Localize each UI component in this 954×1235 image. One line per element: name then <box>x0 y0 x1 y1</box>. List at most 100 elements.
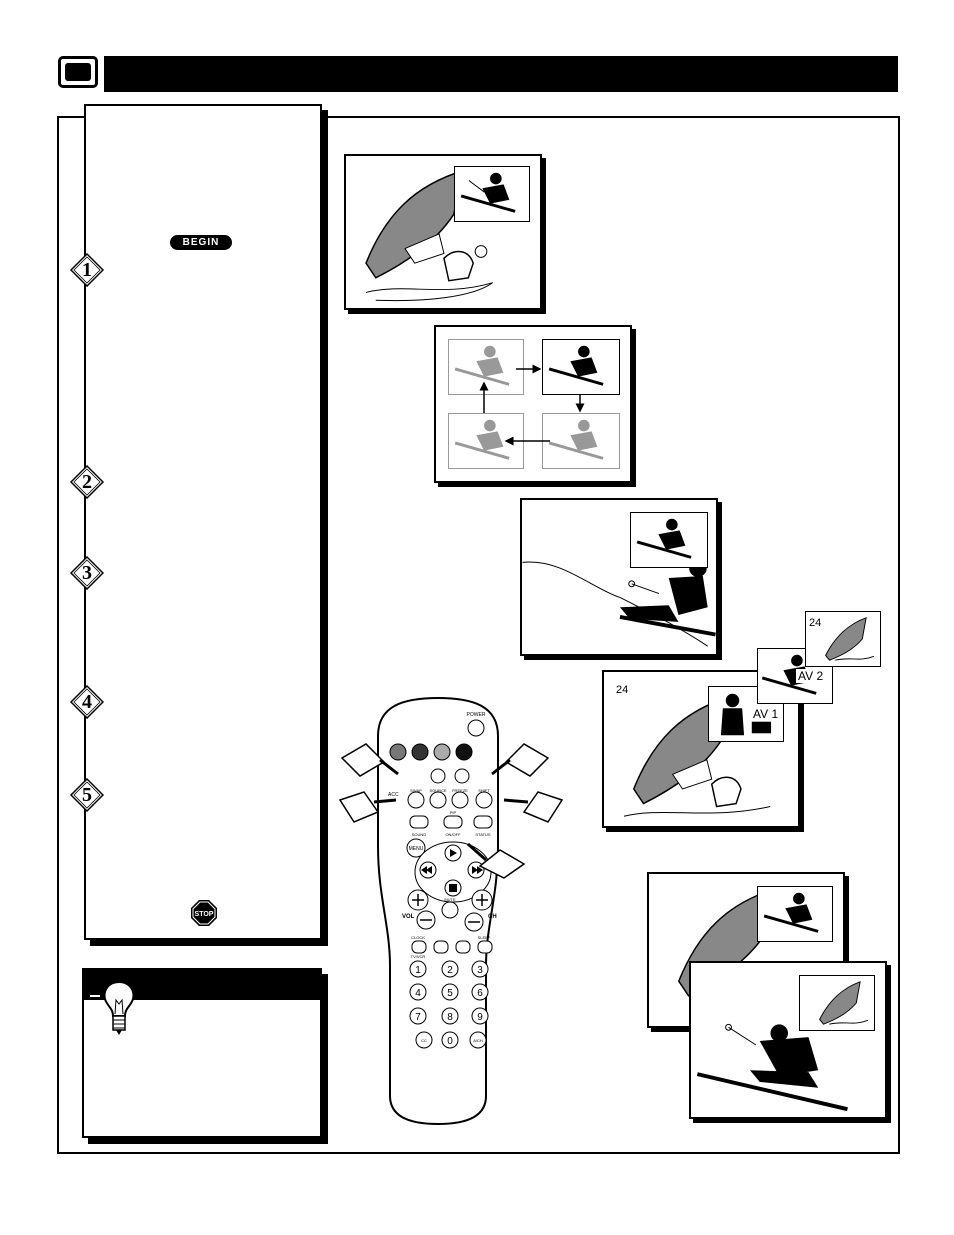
sleep-button[interactable] <box>477 940 493 954</box>
channel-number: 24 <box>809 617 822 629</box>
tip-box <box>82 968 322 1138</box>
pip-source-channel: 24 <box>805 611 881 667</box>
swap-label: SWAP <box>410 788 422 793</box>
pointing-hand-icon <box>338 791 397 823</box>
tv-icon <box>58 56 98 88</box>
clock-label: CLOCK <box>411 935 425 940</box>
av1-label: AV 1 <box>751 707 781 721</box>
remote-control: POWER ACC SWAP SOURCE FREEZE SHIFT PIP S… <box>377 696 499 1126</box>
freeze-button[interactable] <box>451 791 469 809</box>
pip-window <box>757 886 833 942</box>
pip-position-bottom-left <box>448 413 524 469</box>
pointing-hand-icon <box>503 791 564 823</box>
digit-9-button[interactable] <box>471 1007 489 1025</box>
sleep-label: SLEEP <box>478 935 491 940</box>
shift-label: SHIFT <box>478 788 490 793</box>
windsurfer-image <box>623 695 771 817</box>
ch-label: CH <box>488 914 497 920</box>
sound-button[interactable] <box>409 815 429 829</box>
vol-label: VOL <box>402 914 415 920</box>
pip-window <box>454 166 530 222</box>
a-ch-button[interactable] <box>469 1031 487 1049</box>
pip-label: PIP <box>450 810 457 815</box>
digit-0-button[interactable] <box>441 1031 459 1049</box>
begin-badge: BEGIN <box>170 235 232 250</box>
star-button[interactable] <box>433 940 449 954</box>
svg-text:5: 5 <box>447 988 453 999</box>
skier-image <box>460 172 516 213</box>
svg-text:0: 0 <box>447 1036 453 1047</box>
svg-text:CC: CC <box>421 1038 427 1043</box>
digit-5-button[interactable] <box>441 983 459 1001</box>
cc-button[interactable] <box>415 1031 433 1049</box>
mute-label: MUTE <box>444 897 456 902</box>
power-label: POWER <box>467 712 486 718</box>
shift-button[interactable] <box>475 791 493 809</box>
pip-source-av2: AV 2 <box>757 648 833 704</box>
pip-window <box>799 975 875 1031</box>
svg-text:8: 8 <box>447 1012 453 1023</box>
digit-2-button[interactable] <box>441 960 459 978</box>
main-frame <box>57 116 900 1154</box>
digit-8-button[interactable] <box>441 1007 459 1025</box>
pip-position-bottom-right <box>542 413 620 469</box>
number-keypad: 1 2 3 4 5 6 7 8 9 0 CC A/CH <box>409 960 489 1049</box>
windsurfer-image <box>365 169 493 302</box>
mute-button[interactable] <box>441 901 459 919</box>
status-label: STATUS <box>475 832 491 837</box>
svg-text:1: 1 <box>415 965 421 976</box>
swap-button[interactable] <box>407 791 425 809</box>
svg-text:A/CH: A/CH <box>473 1038 483 1043</box>
tv-screen-after-swap <box>689 961 887 1119</box>
step-2-marker: 2 <box>69 464 105 500</box>
svg-text:STOP: STOP <box>195 911 214 918</box>
tv-screen-source-select: 24 <box>602 670 800 828</box>
pause-button[interactable] <box>455 940 471 954</box>
svg-text:4: 4 <box>415 988 421 999</box>
color-button-1[interactable] <box>389 743 407 761</box>
on-off-label: ON/OFF <box>445 832 461 837</box>
lightbulb-icon <box>88 966 150 1038</box>
digit-1-button[interactable] <box>409 960 427 978</box>
pip-position-top-right <box>542 339 620 395</box>
menu-button[interactable] <box>406 838 426 858</box>
color-button-3[interactable] <box>433 743 451 761</box>
menu-label: MENU <box>409 846 424 852</box>
av2-label: AV 2 <box>796 669 826 683</box>
step-4-marker: 4 <box>69 684 105 720</box>
pip-window-frozen <box>630 512 708 568</box>
pointing-hand-icon <box>467 842 526 879</box>
page-title-bar <box>104 56 898 92</box>
freeze-label: FREEZE <box>452 788 468 793</box>
step-1-marker: 1 <box>69 252 105 288</box>
status-button[interactable] <box>473 815 493 829</box>
pip-on-off-button[interactable] <box>443 815 463 829</box>
source-label: SOURCE <box>429 788 446 793</box>
smart-sound-button[interactable] <box>454 768 470 784</box>
power-button[interactable] <box>467 719 485 737</box>
digit-6-button[interactable] <box>471 983 489 1001</box>
pointing-hand-icon <box>340 743 399 777</box>
clock-button[interactable] <box>411 940 427 954</box>
cycle-arrows <box>479 364 585 446</box>
step-5-marker: 5 <box>69 777 105 813</box>
digit-4-button[interactable] <box>409 983 427 1001</box>
acc-label: ACC <box>388 792 399 798</box>
color-button-4[interactable] <box>455 743 473 761</box>
svg-text:9: 9 <box>477 1012 483 1023</box>
smart-picture-button[interactable] <box>430 768 446 784</box>
svg-text:2: 2 <box>447 965 453 976</box>
step-3-marker: 3 <box>69 555 105 591</box>
digit-3-button[interactable] <box>471 960 489 978</box>
source-button[interactable] <box>429 791 447 809</box>
tv-screen-pip-position-cycle <box>434 325 632 483</box>
digit-7-button[interactable] <box>409 1007 427 1025</box>
instruction-panel <box>84 104 322 940</box>
stop-sign-icon: STOP <box>190 899 218 927</box>
tv-vcr-label: TV/VCR <box>411 954 426 959</box>
svg-text:7: 7 <box>415 1012 421 1023</box>
svg-text:6: 6 <box>477 988 483 999</box>
color-button-2[interactable] <box>411 743 429 761</box>
pointing-hand-icon <box>491 743 550 777</box>
skier-main-image <box>522 559 716 647</box>
